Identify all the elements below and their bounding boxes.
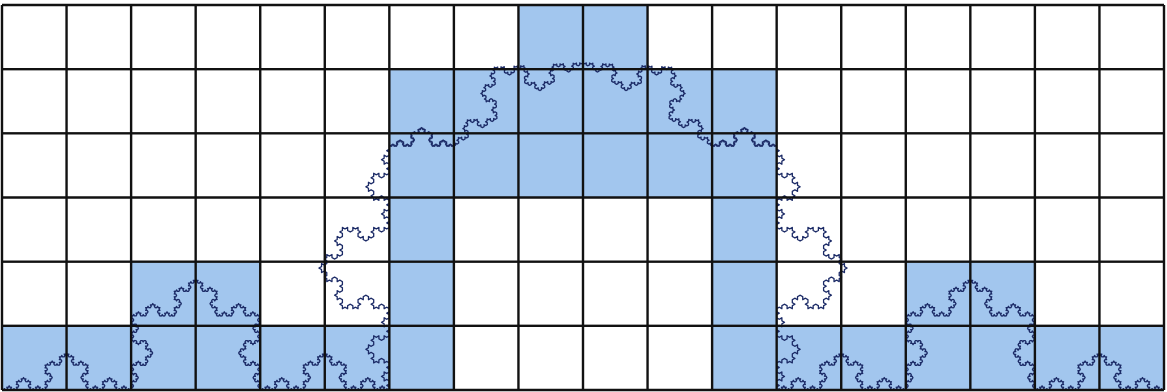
filled-cell	[389, 326, 454, 390]
filled-cell	[518, 5, 583, 69]
filled-cell	[67, 326, 132, 390]
filled-cell	[518, 133, 583, 197]
filled-cell	[131, 326, 196, 390]
filled-cell	[712, 69, 777, 133]
filled-cell	[583, 133, 648, 197]
filled-cell	[970, 326, 1035, 390]
filled-cell	[841, 326, 906, 390]
filled-cell	[583, 69, 648, 133]
filled-cell	[712, 262, 777, 326]
filled-cell	[1035, 326, 1100, 390]
filled-cell	[389, 198, 454, 262]
filled-cell	[325, 326, 390, 390]
filled-cell	[196, 326, 261, 390]
filled-cell	[583, 5, 648, 69]
filled-cell	[389, 262, 454, 326]
filled-cell	[260, 326, 325, 390]
filled-cell	[906, 326, 971, 390]
filled-cell	[777, 326, 842, 390]
filled-cell	[712, 198, 777, 262]
filled-cell	[1099, 326, 1164, 390]
filled-cell	[454, 133, 519, 197]
filled-cell	[389, 69, 454, 133]
filled-cell	[2, 326, 67, 390]
filled-cell	[518, 69, 583, 133]
filled-cell	[389, 133, 454, 197]
filled-cell	[712, 133, 777, 197]
filled-cell	[712, 326, 777, 390]
filled-cell	[648, 133, 713, 197]
